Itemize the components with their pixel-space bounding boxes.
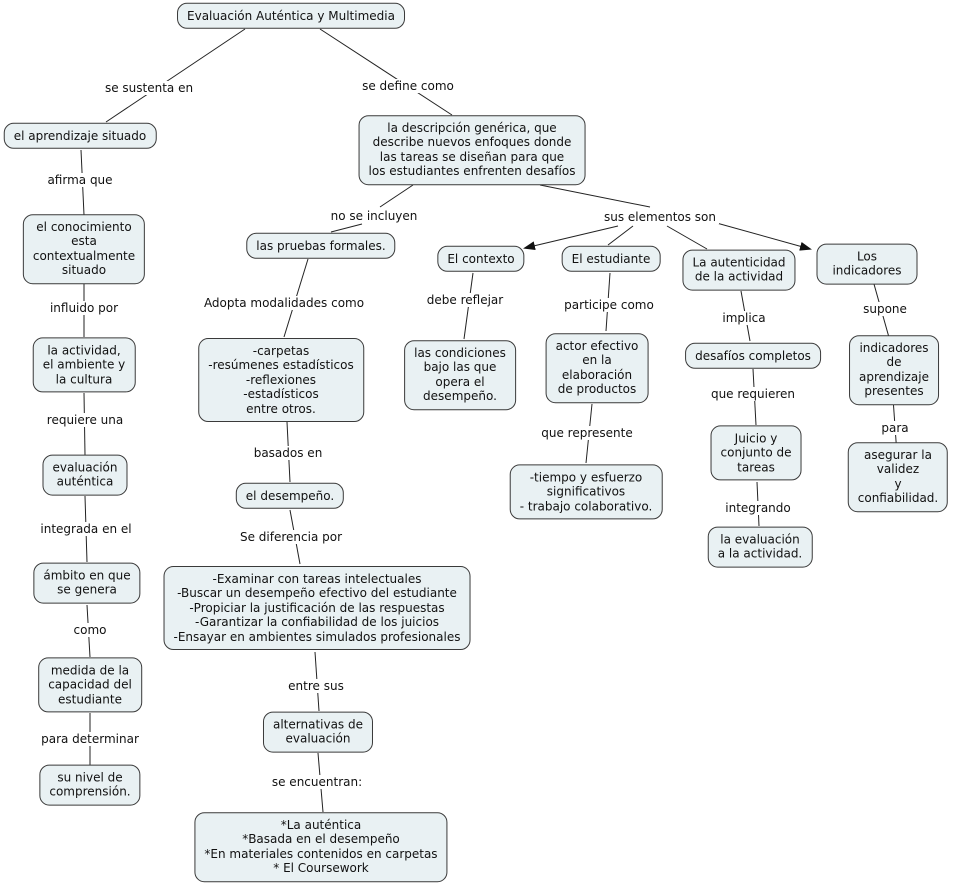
node-tiempo-esfuerzo[interactable]: -tiempo y esfuerzo significativos - trab… [509,464,663,520]
link-label-para[interactable]: para [878,421,912,435]
node-condiciones-desempeno[interactable]: las condiciones bajo las que opera el de… [404,340,516,410]
node-medida-capacidad[interactable]: medida de la capacidad del estudiante [38,657,142,713]
link-label-integrada-en-el[interactable]: integrada en el [37,522,135,536]
link-label-como[interactable]: como [70,623,110,637]
link-label-que-requieren[interactable]: que requieren [707,387,799,401]
node-asegurar-validez[interactable]: asegurar la validez y confiabilidad. [847,442,949,512]
link-label-entre-sus[interactable]: entre sus [285,679,347,693]
node-modalidades[interactable]: -carpetas -resúmenes estadísticos -refle… [198,338,364,422]
node-desempeno[interactable]: el desempeño. [235,482,345,510]
link-label-afirma-que[interactable]: afirma que [44,173,116,187]
link-label-se-encuentran[interactable]: se encuentran: [268,775,366,789]
node-pruebas-formales[interactable]: las pruebas formales. [246,232,396,260]
node-autenticidad-actividad[interactable]: La autenticidad de la actividad [682,249,796,291]
connector-arrow [712,221,812,251]
node-descripcion-generica[interactable]: la descripción genérica, que describe nu… [358,115,586,185]
link-label-para-determinar[interactable]: para determinar [38,732,142,746]
node-evaluacion-autentica-y-multimedia[interactable]: Evaluación Auténtica y Multimedia [177,2,405,30]
link-label-no-se-incluyen[interactable]: no se incluyen [327,209,421,223]
node-desafios-completos[interactable]: desafíos completos [685,342,821,370]
connector-line [105,28,246,123]
node-juicio-tareas[interactable]: Juicio y conjunto de tareas [710,425,802,481]
node-alternativas-evaluacion[interactable]: alternativas de evaluación [262,711,374,753]
node-nivel-comprension[interactable]: su nivel de comprensión. [39,764,141,806]
link-label-adopta-modalidades-como[interactable]: Adopta modalidades como [200,296,368,310]
link-label-se-define-como[interactable]: se define como [359,79,457,93]
node-evaluacion-a-actividad[interactable]: la evaluación a la actividad. [707,526,813,568]
node-indicadores-presentes[interactable]: indicadores de aprendizaje presentes [849,335,939,405]
node-diferencias[interactable]: -Examinar con tareas intelectuales -Busc… [163,566,471,650]
node-conocimiento-situado[interactable]: el conocimiento esta contextualmente sit… [22,214,146,284]
link-label-integrando[interactable]: integrando [722,501,794,515]
connector-line [330,223,363,233]
node-evaluacion-autentica[interactable]: evaluación auténtica [42,454,128,496]
node-aprendizaje-situado[interactable]: el aprendizaje situado [3,122,157,150]
connector-line [379,184,414,208]
node-actor-efectivo[interactable]: actor efectivo en la elaboración de prod… [545,333,649,403]
node-el-estudiante[interactable]: El estudiante [561,245,661,273]
link-label-participe-como[interactable]: participe como [561,298,657,312]
connector-line [666,225,708,250]
link-label-se-diferencia-por[interactable]: Se diferencia por [236,530,346,544]
connector-line [539,184,651,208]
node-los-indicadores[interactable]: Los indicadores [816,243,918,285]
node-actividad-ambiente-cultura[interactable]: la actividad, el ambiente y la cultura [32,337,136,393]
connector-line [319,28,453,116]
link-label-implica[interactable]: implica [719,311,769,325]
link-label-basados-en[interactable]: basados en [250,446,326,460]
node-alternativas-lista[interactable]: *La auténtica *Basada en el desempeño *E… [194,812,448,882]
link-label-debe-reflejar[interactable]: debe reflejar [423,293,507,307]
node-ambito-se-genera[interactable]: ámbito en que se genera [33,562,141,604]
link-label-que-represente[interactable]: que represente [538,426,636,440]
link-label-influido-por[interactable]: influido por [46,301,122,315]
connector-arrow [523,225,619,251]
link-label-sus-elementos-son[interactable]: sus elementos son [600,210,720,224]
link-label-supone[interactable]: supone [860,302,910,316]
connector-line [607,225,634,246]
node-el-contexto[interactable]: El contexto [437,245,525,273]
link-label-se-sustenta-en[interactable]: se sustenta en [101,81,197,95]
link-label-requiere-una[interactable]: requiere una [43,413,127,427]
